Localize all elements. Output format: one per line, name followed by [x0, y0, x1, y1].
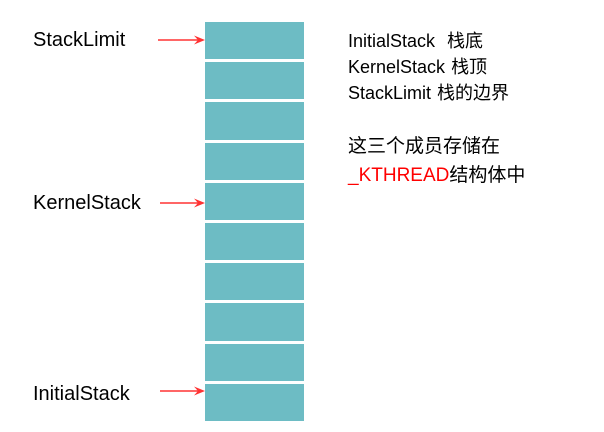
note-line-2: _KTHREAD结构体中	[348, 161, 598, 190]
kernel-stack-column	[205, 22, 304, 422]
note-line-1: 这三个成员存储在	[348, 136, 501, 157]
pointer-label-stacklimit: StackLimit	[33, 29, 126, 51]
right-arrow-icon	[160, 384, 206, 398]
stack-block	[205, 223, 304, 264]
legend-term: KernelStack	[348, 57, 446, 77]
legend-gloss: 栈顶	[451, 57, 488, 77]
stack-block	[205, 343, 304, 384]
stack-block	[205, 22, 304, 63]
stack-block	[205, 62, 304, 103]
legend-term: InitialStack	[348, 31, 436, 51]
stack-block	[205, 263, 304, 304]
legend-term: StackLimit	[348, 83, 432, 103]
legend-gloss: 栈的边界	[437, 83, 510, 103]
pointer-label-kernelstack: KernelStack	[33, 192, 141, 214]
legend-gloss: 栈底	[447, 31, 484, 51]
stack-block	[205, 102, 304, 143]
legend-row: InitialStack 栈底	[348, 28, 598, 54]
note-block: 这三个成员存储在 _KTHREAD结构体中	[348, 132, 598, 190]
stack-block	[205, 182, 304, 224]
pointer-label-initialstack: InitialStack	[33, 383, 130, 405]
stack-block	[205, 142, 304, 183]
note-line-2-rest: 结构体中	[449, 165, 526, 186]
right-arrow-icon	[160, 196, 206, 210]
stack-block	[205, 303, 304, 344]
kthread-highlight: _KTHREAD	[348, 165, 450, 186]
right-arrow-icon	[158, 33, 206, 47]
stack-block	[205, 383, 304, 422]
